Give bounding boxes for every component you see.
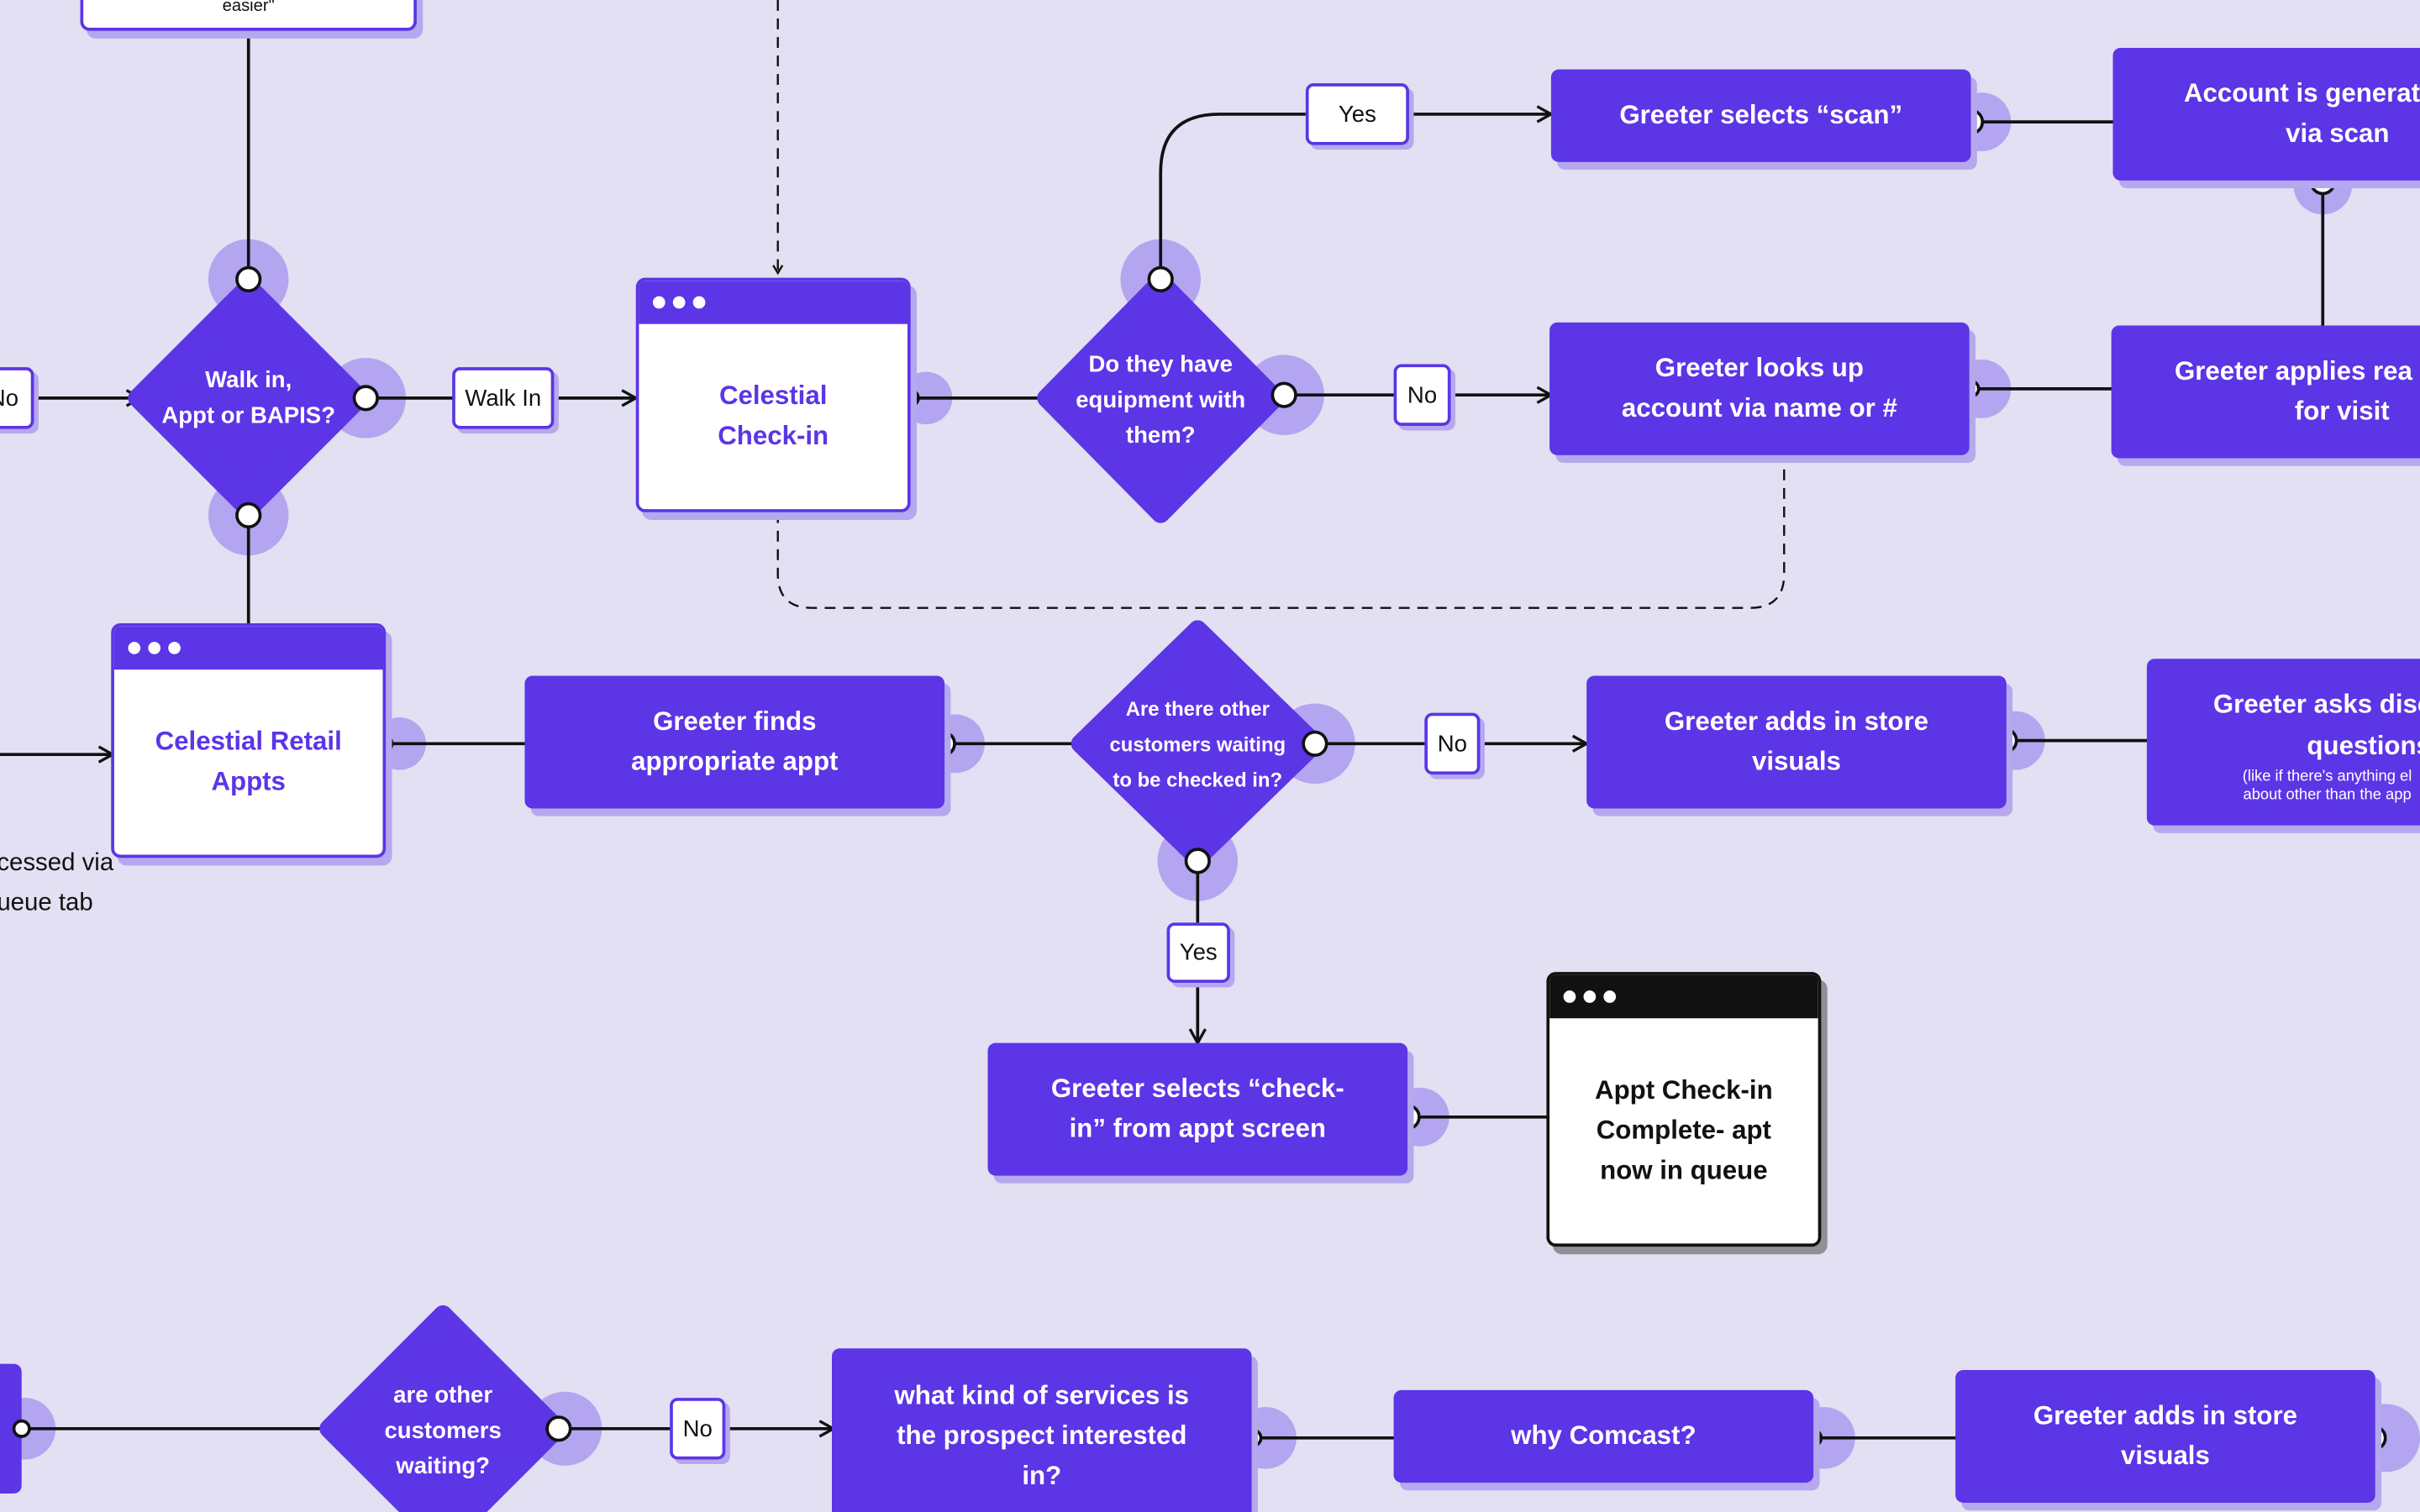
tag-walk-in: Walk In xyxy=(452,367,555,429)
dashed-lines xyxy=(772,0,1786,609)
decision-walk-in: Walk in,Appt or BAPIS? xyxy=(161,367,336,429)
box-why-comcast: why Comcast? xyxy=(1393,1389,1814,1483)
connector-lines xyxy=(0,30,2325,1440)
tag-no-equipment: No xyxy=(1393,364,1451,426)
box-greeter-asks-discovery: Greeter asks disc questions (like if the… xyxy=(2146,659,2420,826)
window-dots-icon xyxy=(113,626,383,670)
window-dots-icon xyxy=(1549,974,1818,1019)
tag-no-left: No xyxy=(0,367,34,429)
left-note-line-2: ueue tab xyxy=(0,890,93,917)
left-note-line-1: cessed via xyxy=(0,850,114,877)
box-greeter-selects-checkin: Greeter selects “check-in” from appt scr… xyxy=(987,1042,1408,1176)
tag-no-waiting: No xyxy=(1424,712,1481,775)
window-dots-icon xyxy=(639,281,908,324)
top-note-text: easier" xyxy=(222,0,275,16)
partial-box-left xyxy=(0,1363,22,1494)
tag-yes-top: Yes xyxy=(1305,83,1409,145)
top-note-box xyxy=(80,0,417,31)
box-greeter-selects-scan: Greeter selects “scan” xyxy=(1550,69,1971,162)
tag-no-bottom: No xyxy=(670,1398,726,1460)
tag-yes-waiting: Yes xyxy=(1166,922,1230,984)
